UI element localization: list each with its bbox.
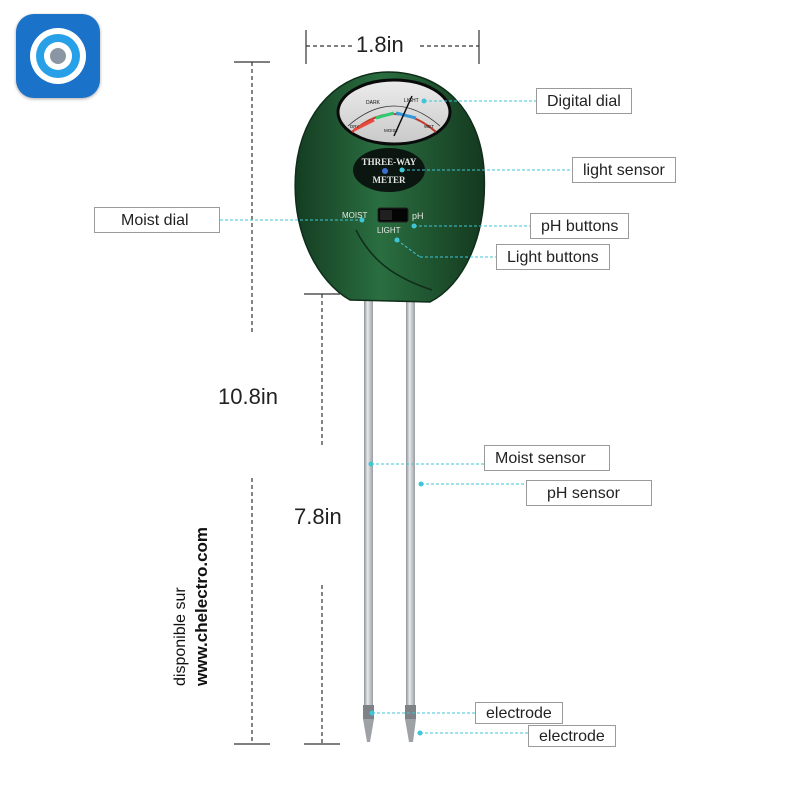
light-sensor-icon [382,168,388,174]
probe-length-label: 7.8in [294,504,342,529]
ph-probe [405,296,416,742]
analog-dial: DARK LIGHT DRY MOIST WET [336,78,452,146]
brand-plate: THREE-WAY METER [353,148,425,192]
callout-ph-buttons: pH buttons [530,213,630,239]
width-label: 1.8in [356,32,404,57]
dial-label-dark: DARK [366,100,381,106]
callout-digital-dial: Digital dial [536,88,632,114]
callout-electrode-2: electrode [528,725,616,747]
probe-length-dimension [304,293,340,745]
dial-label-wet: WET [424,124,434,129]
switch-label-moist: MOIST [342,211,367,220]
brand-line2: METER [372,175,406,185]
callout-light-sensor: light sensor [572,157,676,183]
dial-needle [393,95,413,137]
watermark-line2: www.chelectro.com [192,526,211,686]
total-length-label: 10.8in [218,384,278,409]
watermark-line1: disponible sur [172,587,189,686]
switch-label-light: LIGHT [377,226,401,235]
callout-moist-sensor: Moist sensor [484,445,610,471]
callout-ph-sensor: pH sensor [526,480,652,506]
callout-light-buttons: Light buttons [496,244,610,270]
callout-electrode-1: electrode [475,702,563,724]
width-dimension [305,30,480,64]
switch-label-ph: pH [412,211,424,221]
callout-moist-dial: Moist dial [94,207,220,233]
brand-line1: THREE-WAY [362,157,417,167]
total-length-dimension [234,61,270,745]
dial-label-moist: MOIST [384,128,399,133]
dial-label-light: LIGHT [404,98,419,104]
brand-logo-icon [16,14,100,98]
mode-switch[interactable]: MOIST pH LIGHT [342,207,424,235]
dial-label-dry: DRY [350,124,359,129]
moist-probe [363,296,374,742]
callout-leaders [220,98,572,736]
